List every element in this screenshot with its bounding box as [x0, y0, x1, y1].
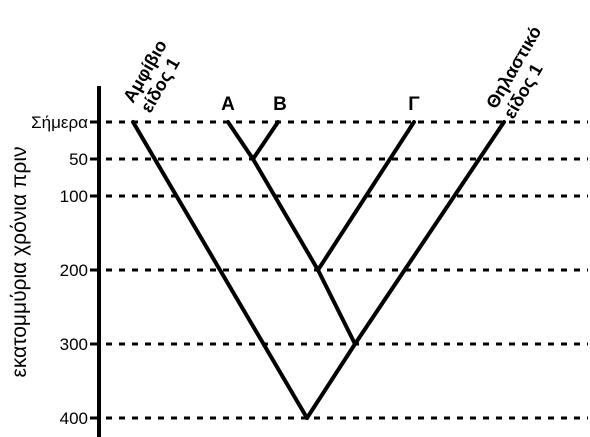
- branch-n300-mam: [353, 120, 506, 346]
- taxon-label-g: Γ: [408, 94, 420, 115]
- tick-label: 400: [60, 409, 88, 428]
- time-tick-labels: Σήμερα 50 100 200 300 400: [31, 113, 88, 428]
- taxon-label-b: Β: [273, 94, 287, 115]
- axis-title: εκατομμύρια χρόνια πριν: [8, 146, 31, 377]
- taxon-label-a: Α: [221, 94, 235, 115]
- tick-label: 300: [60, 335, 88, 354]
- branch-n200-n50: [251, 157, 320, 272]
- time-gridlines: [90, 120, 588, 420]
- branch-n300-n200: [316, 268, 357, 346]
- branch-n50-A: [226, 120, 255, 161]
- tick-label: 50: [69, 150, 88, 169]
- branch-n200-G: [316, 120, 416, 272]
- tick-label: Σήμερα: [31, 113, 88, 132]
- branch-n400-amph: [131, 120, 309, 420]
- branch-n50-B: [251, 120, 280, 161]
- tree-branches: [131, 120, 506, 420]
- tick-label: 100: [60, 187, 88, 206]
- taxon-label-amphibian: Αμφίβιο είδος 1: [119, 36, 184, 116]
- branch-n400-n300: [305, 342, 357, 420]
- tick-label: 200: [60, 261, 88, 280]
- taxon-label-mammal: Θηλαστικό είδος 1: [482, 23, 547, 122]
